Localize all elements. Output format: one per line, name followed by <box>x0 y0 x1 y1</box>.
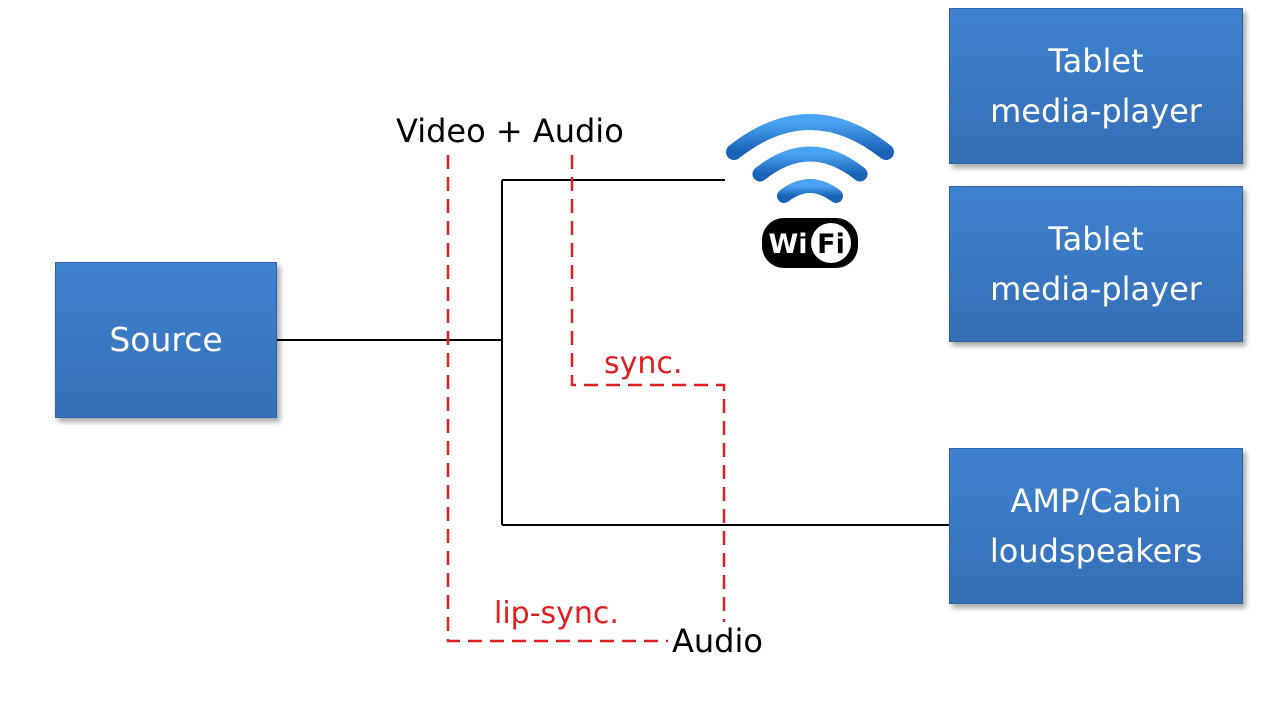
tablet-2-label-line1: Tablet <box>1048 220 1144 258</box>
wifi-text-fi: Fi <box>817 229 845 260</box>
tablet-media-player-node-1: Tablet media-player <box>949 8 1243 164</box>
tablet-media-player-node-2: Tablet media-player <box>949 186 1243 342</box>
sync-label: sync. <box>604 346 683 381</box>
source-node: Source <box>55 262 277 418</box>
tablet-1-label-line1: Tablet <box>1048 42 1144 80</box>
video-audio-label: Video + Audio <box>396 112 624 150</box>
amp-label-line2: loudspeakers <box>989 532 1203 570</box>
lip-sync-label: lip-sync. <box>494 596 619 631</box>
wifi-text-wi: Wi <box>768 229 807 260</box>
lip-sync-path <box>446 155 668 643</box>
amp-cabin-loudspeakers-node: AMP/Cabin loudspeakers <box>949 448 1243 604</box>
tablet-2-label-line2: media-player <box>990 270 1202 308</box>
audio-label: Audio <box>672 622 763 660</box>
source-label: Source <box>109 320 223 359</box>
sync-path <box>570 155 726 622</box>
amp-label-line1: AMP/Cabin <box>1010 482 1182 520</box>
tablet-1-label-line2: media-player <box>990 92 1202 130</box>
wifi-icon: Wi Fi <box>726 114 894 268</box>
